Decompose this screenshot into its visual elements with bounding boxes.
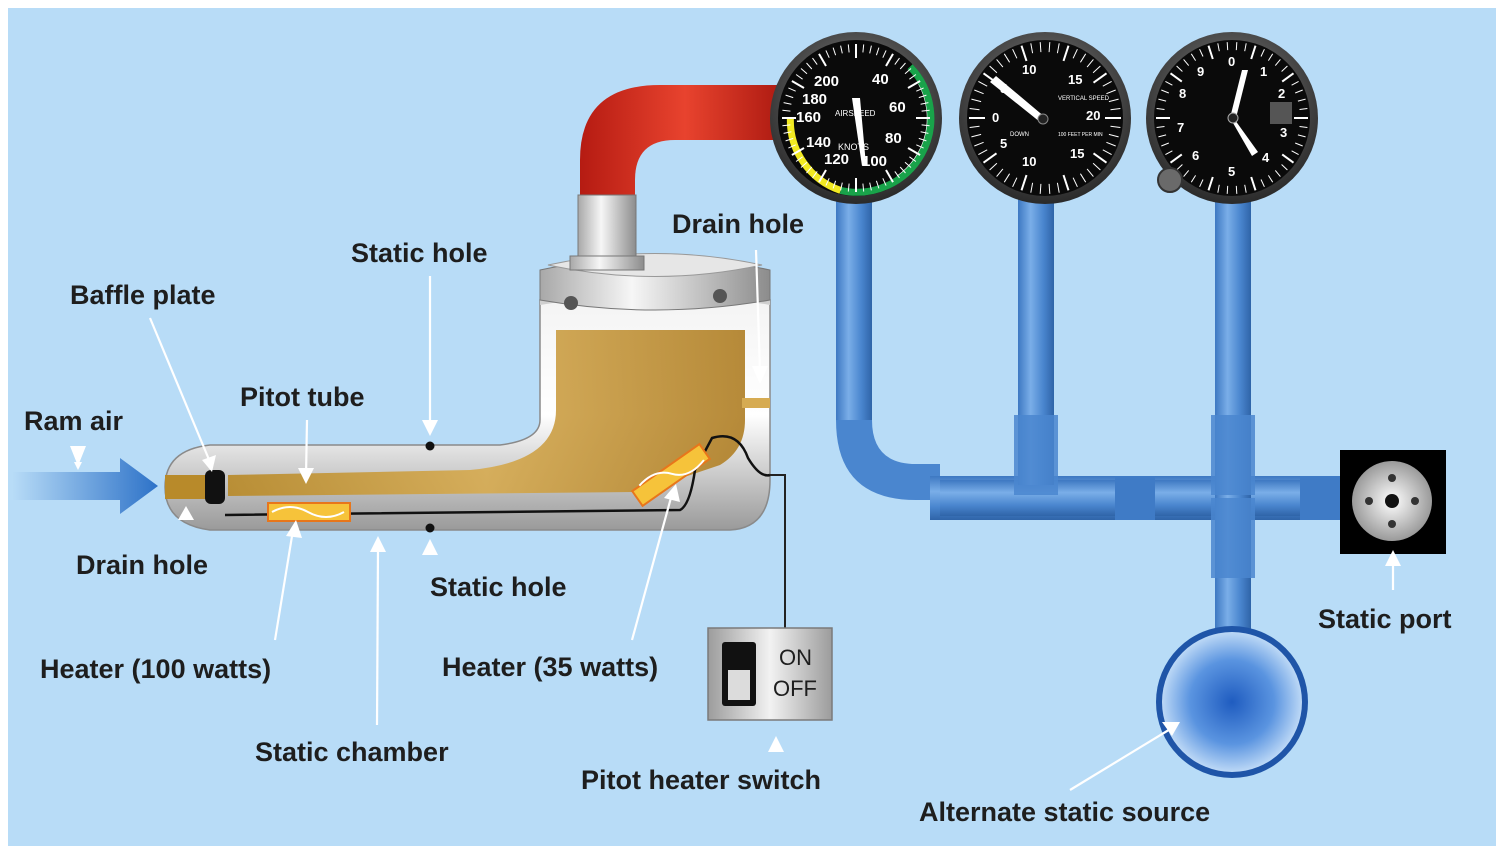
switch-off-label: OFF: [773, 676, 817, 701]
altimeter-kollsman-window: [1270, 102, 1292, 124]
label-pitot-heater-switch: Pitot heater switch: [581, 765, 821, 795]
altimeter-number-6: 6: [1192, 148, 1199, 163]
altimeter: 0 1 2 3 4 5 6 7 8 9: [1146, 32, 1318, 204]
label-static-hole-bottom: Static hole: [430, 572, 567, 602]
asi-number-100: 100: [862, 153, 887, 170]
altimeter-number-1: 1: [1260, 64, 1267, 79]
label-drain-hole-front: Drain hole: [76, 550, 208, 580]
vsi-number-10-up: 10: [1022, 62, 1036, 77]
altimeter-setting-knob[interactable]: [1158, 168, 1182, 192]
dial-tick: [1227, 42, 1228, 50]
dial-tick: [1049, 184, 1050, 194]
label-drain-hole-rear: Drain hole: [672, 209, 804, 239]
vsi-title: VERTICAL SPEED: [1058, 96, 1110, 102]
vsi-down-label: DOWN: [1010, 132, 1029, 138]
dial-tick: [1040, 184, 1041, 194]
altimeter-number-9: 9: [1197, 64, 1204, 79]
vsi-number-15-down: 15: [1070, 146, 1084, 161]
vsi-sub: 100 FEET PER MIN: [1058, 132, 1103, 138]
vertical-speed-indicator: 0 5 10 15 20 15 10 5 VERTICAL SPEED 100 …: [959, 32, 1131, 204]
alternate-static-source-reservoir: [1156, 626, 1308, 778]
asi-number-60: 60: [889, 99, 906, 116]
altimeter-number-4: 4: [1262, 150, 1270, 165]
asi-number-140: 140: [806, 134, 831, 151]
asi-number-80: 80: [885, 130, 902, 147]
label-heater-35: Heater (35 watts): [442, 652, 658, 682]
dial-tick: [1049, 42, 1050, 52]
dial-tick: [1236, 42, 1237, 50]
label-heater-100: Heater (100 watts): [40, 654, 271, 684]
asi-number-200: 200: [814, 73, 839, 90]
vsi-number-15-up: 15: [1068, 72, 1082, 87]
vsi-number-10-down: 10: [1022, 154, 1036, 169]
vsi-number-20: 20: [1086, 108, 1100, 123]
label-pitot-tube: Pitot tube: [240, 382, 364, 412]
label-static-hole-top: Static hole: [351, 238, 488, 268]
altimeter-number-3: 3: [1280, 125, 1287, 140]
label-static-chamber: Static chamber: [255, 737, 449, 767]
vsi-number-5-down: 5: [1000, 136, 1007, 151]
static-port: [1340, 450, 1446, 554]
dial-tick: [1040, 42, 1041, 52]
asi-number-40: 40: [872, 71, 889, 88]
altimeter-number-7: 7: [1177, 120, 1184, 135]
label-ram-air: Ram air: [24, 406, 124, 436]
altimeter-number-5: 5: [1228, 164, 1235, 179]
pitot-heater-switch[interactable]: ON OFF: [708, 628, 832, 720]
switch-on-label: ON: [779, 645, 812, 670]
asi-number-120: 120: [824, 151, 849, 168]
vsi-number-0: 0: [992, 110, 999, 125]
asi-number-160: 160: [796, 109, 821, 126]
asi-number-180: 180: [802, 91, 827, 108]
dial-tick: [1236, 186, 1237, 194]
label-alternate-static-source: Alternate static source: [919, 797, 1210, 827]
dial-tick: [1227, 186, 1228, 194]
altimeter-number-2: 2: [1278, 86, 1285, 101]
airspeed-indicator: 40 60 80 100 120 140 160 180 200 AIRSPEE…: [770, 32, 942, 204]
label-static-port: Static port: [1318, 604, 1452, 634]
label-baffle-plate: Baffle plate: [70, 280, 216, 310]
altimeter-number-0: 0: [1228, 54, 1235, 69]
altimeter-number-8: 8: [1179, 86, 1186, 101]
